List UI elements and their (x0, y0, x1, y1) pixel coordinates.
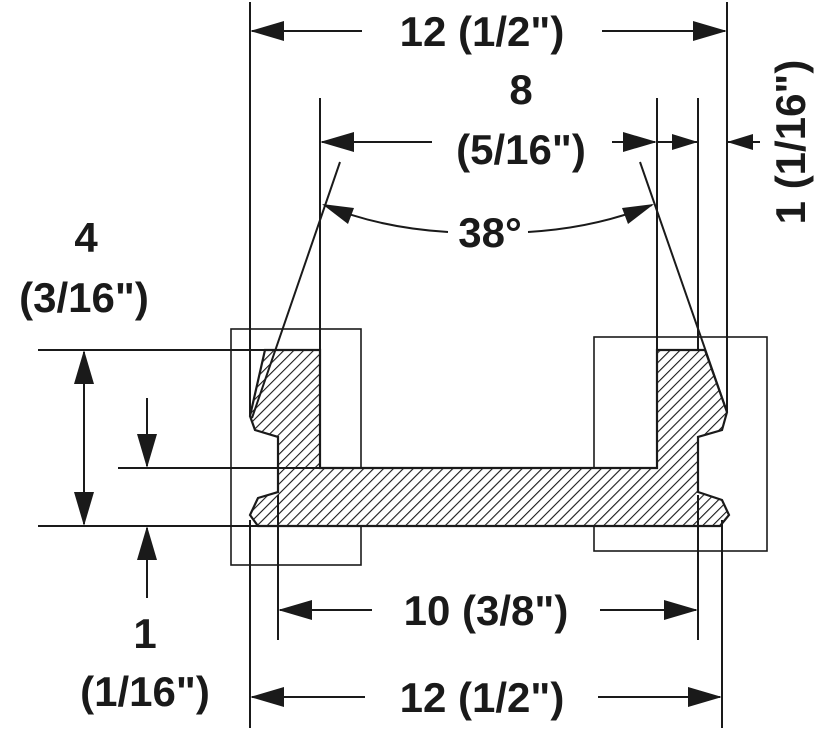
dim-angle: 38° (322, 204, 654, 256)
dim-base: 1 (1/16") (80, 398, 210, 715)
dim-height: 4 (3/16") (19, 214, 149, 526)
dim-slot-width-in: (5/16") (456, 126, 586, 173)
angle-lines (251, 161, 728, 419)
dim-height-in: (3/16") (19, 274, 149, 321)
dim-top-width-label: 12 (1/2") (400, 8, 565, 55)
dim-slot-width-mm: 8 (509, 66, 532, 113)
dim-base-mm: 1 (133, 610, 156, 657)
left-reference-box (230, 328, 362, 566)
dim-inner-bottom-label: 10 (3/8") (404, 587, 569, 634)
dim-bottom-width: 12 (1/2") (250, 674, 722, 721)
dim-top-width: 12 (1/2") (250, 8, 727, 55)
dim-lip: 1 (1/16") (657, 60, 814, 225)
dim-bottom-width-label: 12 (1/2") (400, 674, 565, 721)
dim-inner-bottom: 10 (3/8") (278, 587, 698, 634)
dim-lip-label: 1 (1/16") (767, 60, 814, 225)
dim-angle-label: 38° (458, 209, 522, 256)
dim-height-mm: 4 (74, 214, 98, 261)
profile-cross-section (248, 348, 731, 528)
right-reference-box (593, 336, 768, 552)
height-extension-lines (38, 349, 320, 527)
dim-slot-width: 8 (5/16") (320, 66, 657, 173)
extension-lines (249, 2, 728, 728)
dim-base-in: (1/16") (80, 668, 210, 715)
